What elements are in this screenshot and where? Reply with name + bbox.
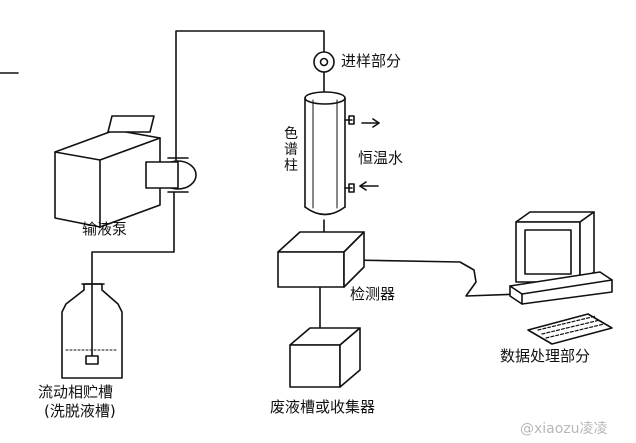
injector-valve-icon <box>313 51 335 73</box>
water-arrows-icon <box>359 118 380 191</box>
computer-icon <box>509 211 613 305</box>
reservoir-label: 流动相贮槽 <box>38 383 114 401</box>
solvent-bottle-icon <box>61 283 123 379</box>
detector-box-icon <box>277 231 365 288</box>
processor-label: 数据处理部分 <box>500 347 591 365</box>
pump-icon <box>54 115 197 228</box>
water-label: 恒温水 <box>358 149 404 167</box>
reservoir-to-pump-tube <box>91 191 175 284</box>
waste-label: 废液槽或收集器 <box>270 398 376 416</box>
watermark: @xiaozu凌凌 <box>520 421 608 437</box>
chromatography-column-icon <box>304 91 355 216</box>
waste-container-icon <box>289 327 361 388</box>
pump-label: 输液泵 <box>82 220 128 238</box>
signal-cable <box>349 259 521 297</box>
reservoir-sublabel: (洗脱液槽) <box>44 402 116 420</box>
pump-to-sampler-tube <box>175 30 325 161</box>
keyboard-icon <box>527 313 613 345</box>
sampler-label: 进样部分 <box>341 52 402 70</box>
column-label: 色谱柱 <box>284 126 298 174</box>
detector-label: 检测器 <box>350 285 396 303</box>
